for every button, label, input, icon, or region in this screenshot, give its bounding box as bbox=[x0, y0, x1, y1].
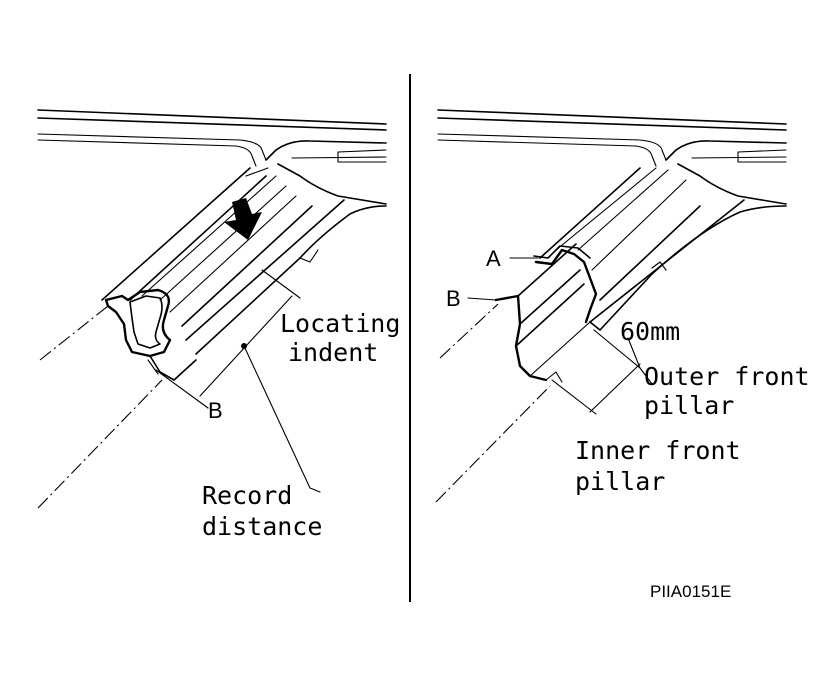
label-b-left: B bbox=[208, 398, 223, 423]
figure-code: PIIA0151E bbox=[650, 582, 731, 601]
label-record-distance-line2: distance bbox=[202, 512, 322, 541]
label-record-distance-line1: Record bbox=[202, 481, 292, 510]
label-b-right: B bbox=[446, 286, 461, 311]
label-inner-front-pillar-line2: pillar bbox=[575, 467, 665, 496]
label-locating-indent-line1: Locating bbox=[280, 309, 400, 338]
label-a: A bbox=[486, 246, 501, 271]
label-60mm: 60mm bbox=[620, 317, 680, 346]
label-inner-front-pillar-line1: Inner front bbox=[575, 436, 741, 465]
right-panel-drawing bbox=[435, 109, 787, 503]
label-locating-indent-line2: indent bbox=[288, 338, 378, 367]
label-outer-front-pillar-line1: Outer front bbox=[644, 362, 810, 391]
left-panel-drawing bbox=[37, 109, 387, 509]
label-outer-front-pillar-line2: pillar bbox=[644, 391, 734, 420]
